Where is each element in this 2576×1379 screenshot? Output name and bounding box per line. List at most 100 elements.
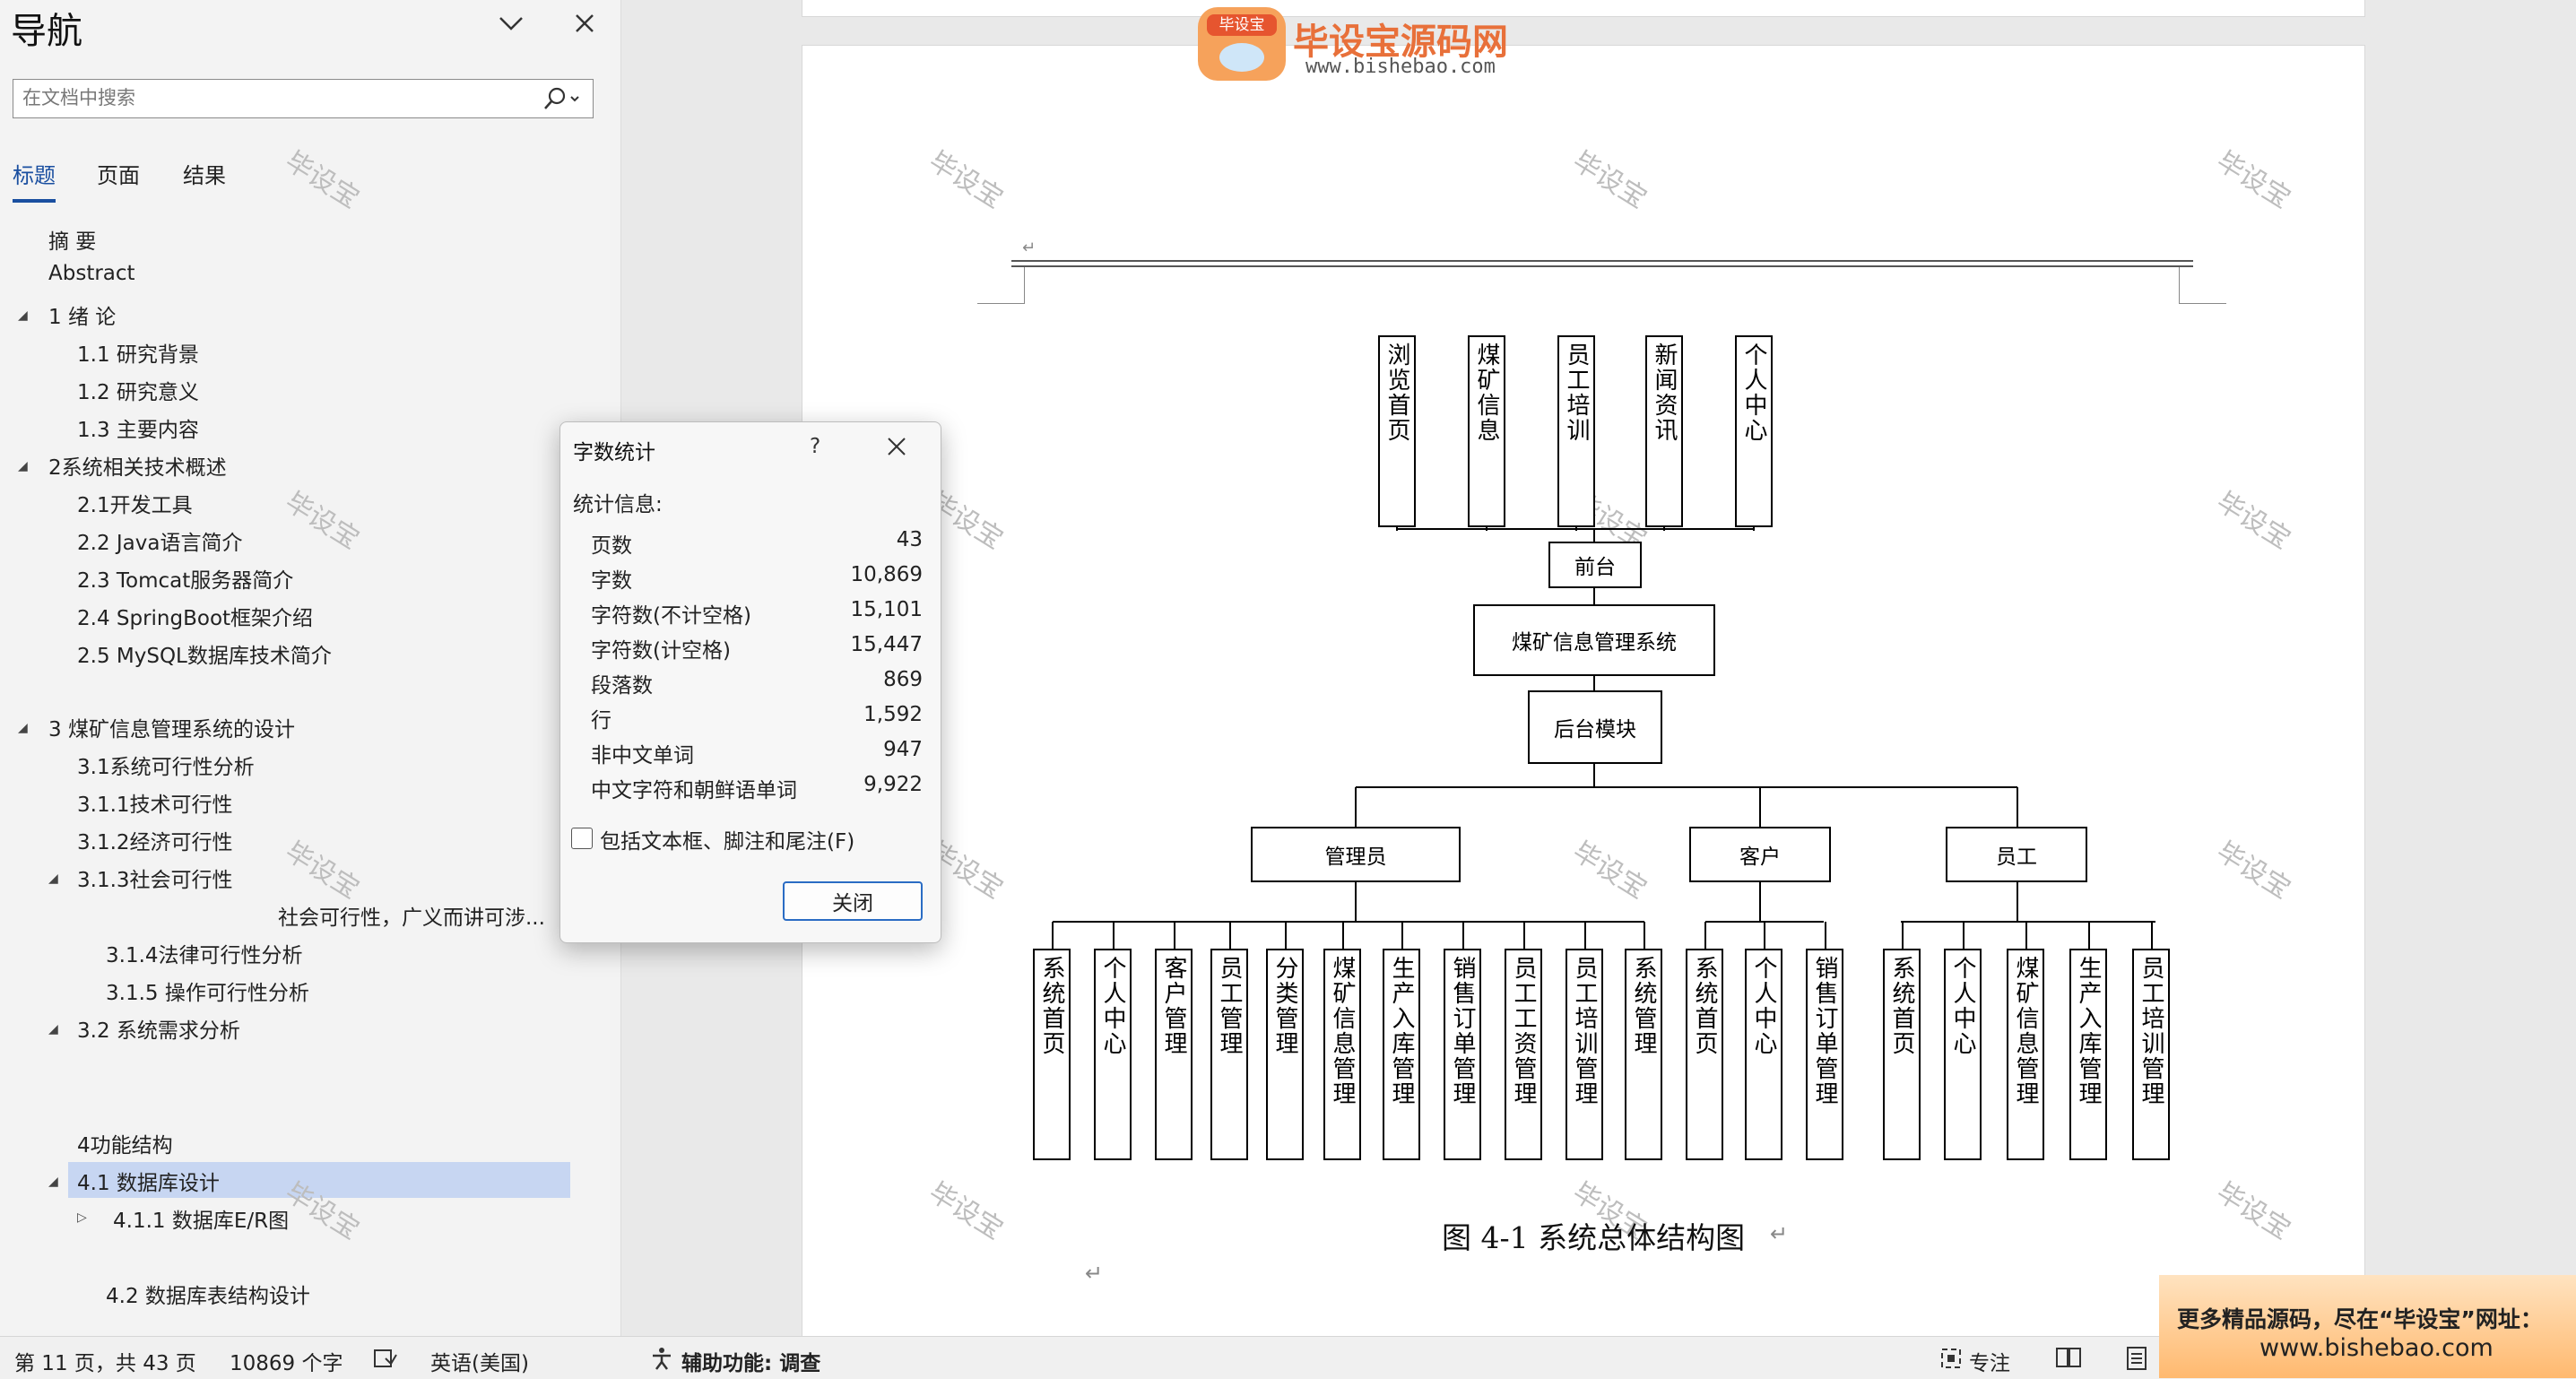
logo-badge: 毕设宝: [1207, 14, 1277, 36]
word-count[interactable]: 10869 个字: [230, 1352, 343, 1375]
include-footnotes-label: 包括文本框、脚注和尾注(F): [600, 830, 855, 854]
close-icon[interactable]: [567, 5, 603, 41]
stat-label: 字符数(不计空格): [591, 604, 751, 628]
nav-heading-item[interactable]: 3.1.4法律可行性分析: [106, 944, 303, 967]
stat-row: 非中文单词 947: [591, 738, 923, 768]
previous-page: [802, 0, 2365, 17]
collapse-triangle-icon[interactable]: ◢: [48, 1175, 58, 1189]
nav-heading-item[interactable]: 1 绪 论: [48, 306, 117, 329]
module-node: 员工管理: [1210, 949, 1248, 1160]
margin-corner-mark: [977, 267, 1025, 304]
focus-mode-label[interactable]: 专注: [1969, 1352, 2010, 1375]
include-footnotes-checkbox[interactable]: [571, 828, 593, 849]
module-node: 新闻资讯: [1645, 335, 1683, 527]
logo-face-icon: [1219, 43, 1264, 72]
selected-heading-highlight: [68, 1162, 570, 1198]
search-input[interactable]: [13, 80, 533, 116]
stat-label: 非中文单词: [591, 744, 694, 768]
nav-heading-item[interactable]: 2系统相关技术概述: [48, 456, 227, 480]
page-count[interactable]: 第 11 页，共 43 页: [14, 1352, 196, 1375]
nav-heading-item[interactable]: 1.3 主要内容: [77, 419, 199, 442]
nav-heading-item[interactable]: 社会可行性，广义而讲可涉...: [278, 906, 545, 930]
tab-headings[interactable]: 标题: [13, 163, 56, 188]
accessibility-icon[interactable]: [649, 1346, 674, 1376]
nav-heading-item[interactable]: 2.4 SpringBoot框架介绍: [77, 607, 314, 630]
module-node: 系统首页: [1686, 949, 1723, 1160]
read-mode-icon[interactable]: [2055, 1346, 2082, 1375]
nav-heading-item[interactable]: 2.1开发工具: [77, 494, 193, 517]
nav-heading-item[interactable]: 4.1.1 数据库E/R图: [113, 1210, 290, 1233]
stat-row: 字符数(计空格)15,447: [591, 633, 923, 663]
nav-heading-item[interactable]: 1.1 研究背景: [77, 343, 199, 367]
nav-heading-item[interactable]: 4功能结构: [77, 1134, 173, 1158]
expand-triangle-icon[interactable]: ▷: [77, 1210, 87, 1225]
module-node: 系统首页: [1033, 949, 1071, 1160]
module-node: 销售订单管理: [1806, 949, 1843, 1160]
collapse-triangle-icon[interactable]: ◢: [48, 1022, 58, 1036]
stat-value: 43: [896, 528, 923, 551]
module-node: 员工培训: [1557, 335, 1595, 527]
figure-caption: 图 4-1 系统总体结构图: [1442, 1220, 1746, 1255]
collapse-triangle-icon[interactable]: ◢: [18, 721, 28, 735]
module-node: 个人中心: [1094, 949, 1132, 1160]
chevron-down-icon[interactable]: [493, 5, 529, 41]
tab-pages[interactable]: 页面: [97, 163, 140, 188]
stat-label: 页数: [591, 534, 632, 558]
focus-mode-icon[interactable]: [1939, 1346, 1964, 1376]
nav-heading-item[interactable]: 1.2 研究意义: [77, 381, 199, 404]
collapse-triangle-icon[interactable]: ◢: [18, 459, 28, 473]
dialog-close-icon[interactable]: [885, 435, 908, 462]
nav-heading-item[interactable]: 4.2 数据库表结构设计: [106, 1285, 310, 1308]
print-layout-icon[interactable]: [2125, 1346, 2148, 1376]
nav-heading-item[interactable]: 2.2 Java语言简介: [77, 532, 243, 555]
accessibility-status[interactable]: 辅助功能: 调查: [681, 1352, 821, 1375]
dialog-title: 字数统计: [573, 441, 655, 464]
module-node: 个人中心: [1745, 949, 1782, 1160]
module-node: 浏览首页: [1378, 335, 1416, 527]
proofing-icon[interactable]: [373, 1348, 398, 1375]
active-tab-indicator: [13, 199, 56, 203]
status-bar: 第 11 页，共 43 页 10869 个字 英语(美国) 辅助功能: 调查 专…: [0, 1336, 2576, 1379]
close-button[interactable]: 关闭: [783, 881, 923, 921]
promo-line-1: 更多精品源码，尽在“毕设宝”网址：: [2177, 1306, 2543, 1332]
nav-heading-item[interactable]: 2.3 Tomcat服务器简介: [77, 569, 294, 593]
nav-heading-item[interactable]: 3.1.3社会可行性: [77, 869, 233, 892]
nav-heading-item[interactable]: 3.1.2经济可行性: [77, 831, 233, 854]
navigation-pane: 导航 标题 页面 结果 摘 要 Abstract ◢ 1 绪 论 1.1 研究背…: [0, 0, 621, 1336]
paragraph-mark-icon: ↵: [1085, 1261, 1104, 1286]
collapse-triangle-icon[interactable]: ◢: [48, 872, 58, 886]
help-button[interactable]: ?: [810, 435, 821, 458]
stat-value: 947: [883, 738, 923, 761]
nav-heading-item[interactable]: 2.5 MySQL数据库技术简介: [77, 645, 332, 668]
stat-label: 段落数: [591, 674, 653, 698]
language-indicator[interactable]: 英语(美国): [430, 1352, 529, 1375]
margin-corner-mark: [2179, 267, 2226, 304]
module-node: 煤矿信息管理: [1323, 949, 1361, 1160]
promo-banner[interactable]: 更多精品源码，尽在“毕设宝”网址： www.bishebao.com: [2159, 1275, 2576, 1378]
stat-row: 段落数 869: [591, 668, 923, 698]
nav-heading-item[interactable]: 3 煤矿信息管理系统的设计: [48, 718, 295, 742]
nav-heading-item[interactable]: 3.2 系统需求分析: [77, 1019, 240, 1043]
logo-mark: 毕设宝: [1198, 7, 1286, 81]
nav-heading-item[interactable]: Abstract: [48, 262, 135, 285]
tab-results[interactable]: 结果: [183, 163, 226, 188]
search-icon[interactable]: [542, 85, 582, 116]
module-node: 客户管理: [1155, 949, 1193, 1160]
stat-value: 869: [883, 668, 923, 691]
role-node-admin: 管理员: [1251, 827, 1461, 882]
system-node: 煤矿信息管理系统: [1473, 604, 1715, 676]
nav-heading-item[interactable]: 4.1 数据库设计: [77, 1172, 220, 1195]
stat-label: 中文字符和朝鲜语单词: [591, 779, 797, 802]
nav-heading-item[interactable]: 3.1.1技术可行性: [77, 794, 233, 817]
nav-heading-item[interactable]: 摘 要: [48, 230, 97, 254]
nav-heading-item[interactable]: 3.1.5 操作可行性分析: [106, 982, 309, 1005]
nav-heading-item[interactable]: 3.1系统可行性分析: [77, 756, 255, 779]
front-node: 前台: [1548, 542, 1642, 588]
stat-label: 字符数(计空格): [591, 639, 731, 663]
collapse-triangle-icon[interactable]: ◢: [18, 308, 28, 323]
module-node: 分类管理: [1266, 949, 1304, 1160]
